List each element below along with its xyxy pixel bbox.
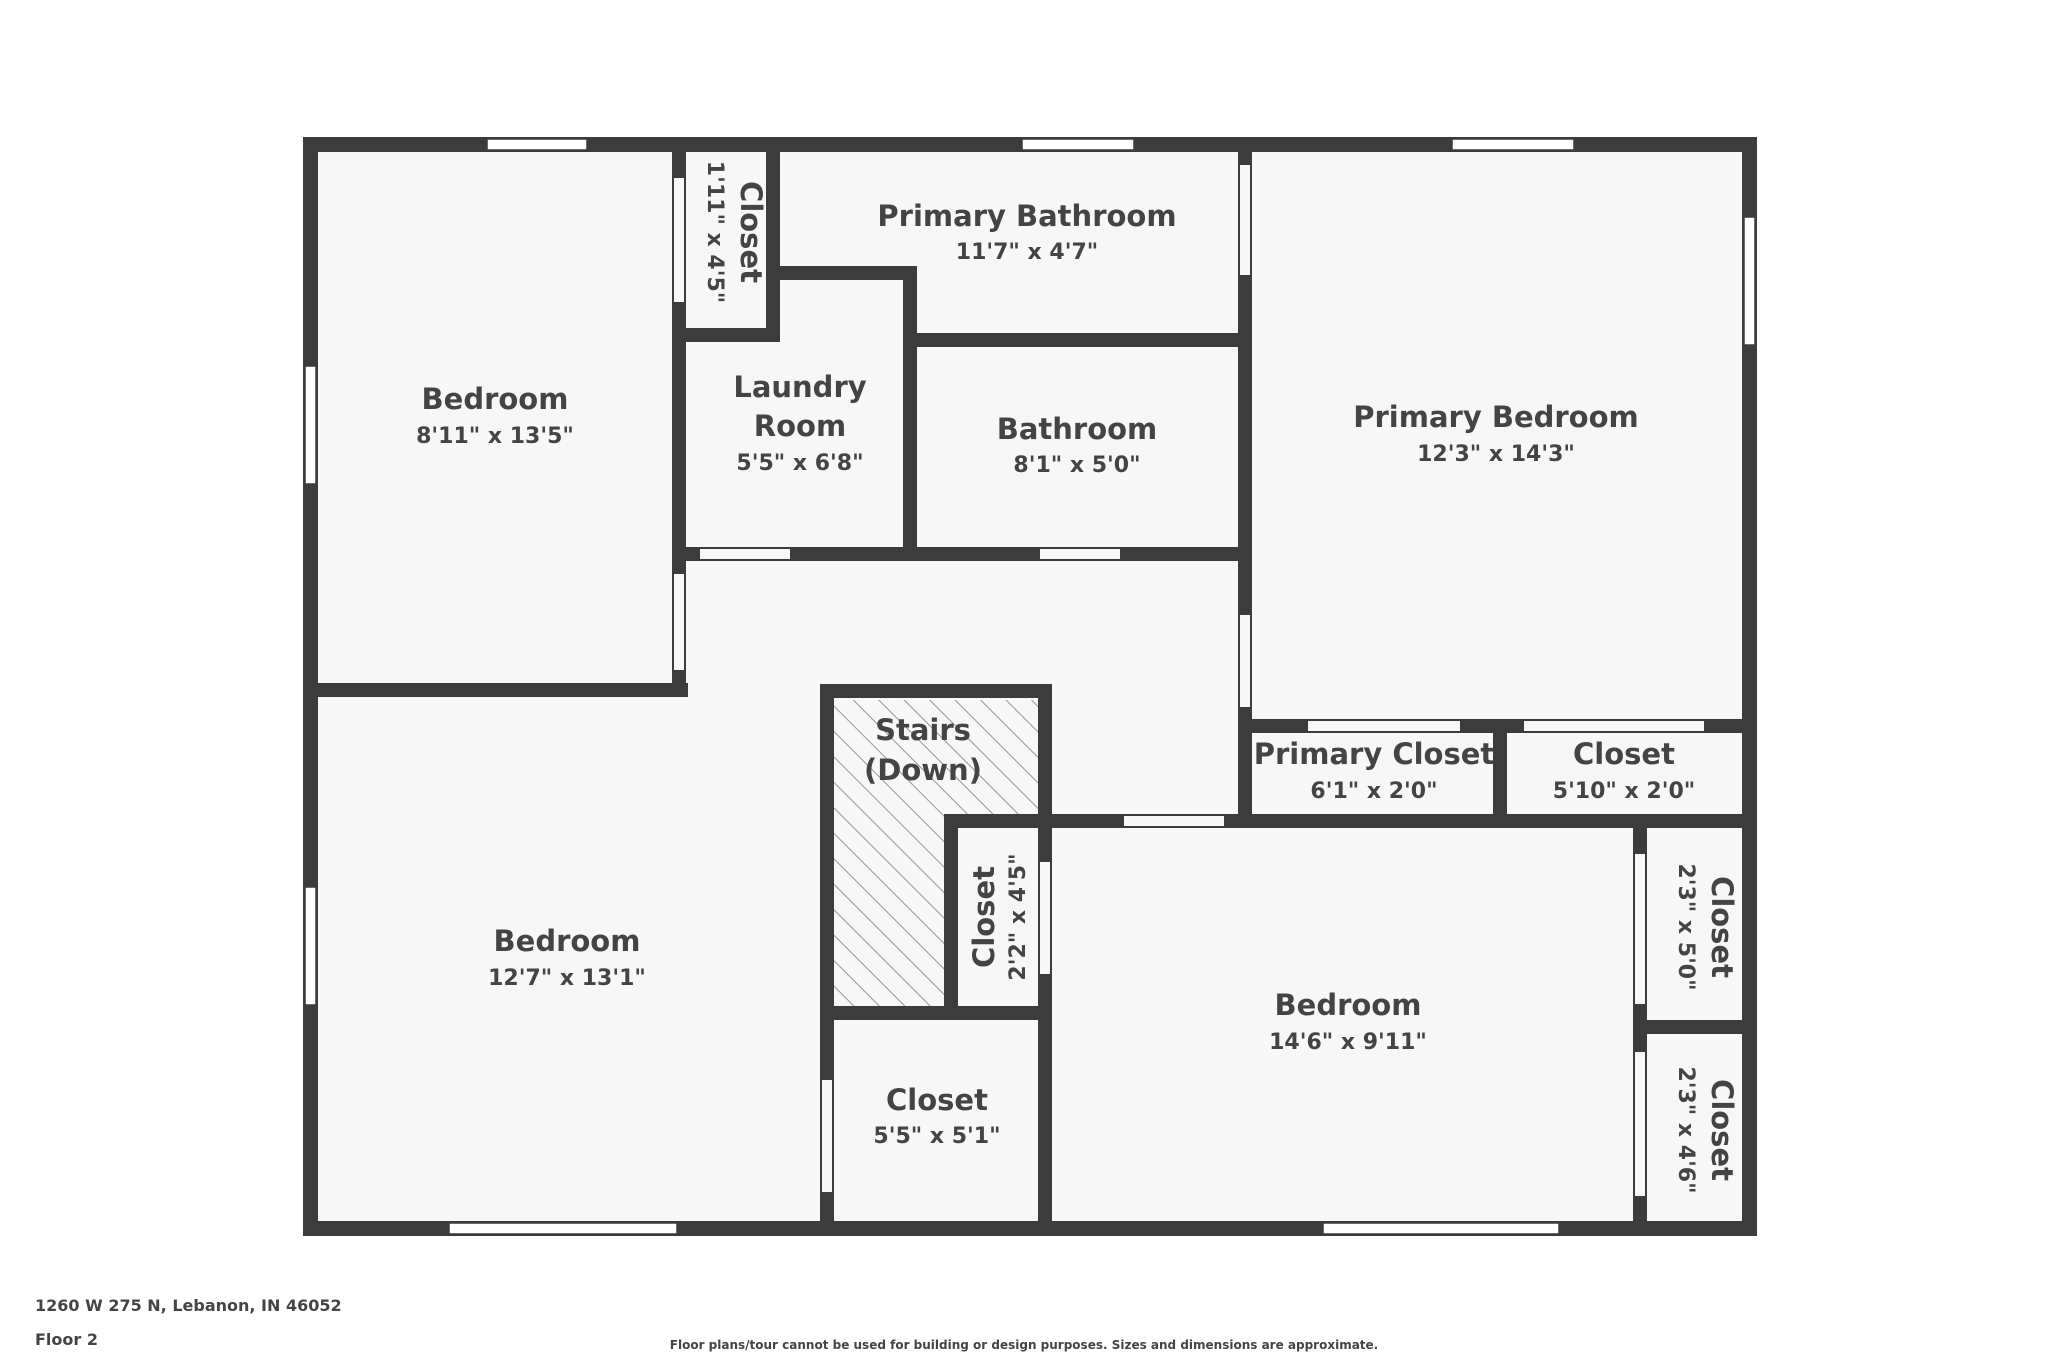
door-primary-bedroom: [1240, 615, 1250, 707]
openings: [674, 165, 1704, 1196]
window-north-2: [1021, 138, 1135, 151]
wall-se-closets-divider: [1633, 1020, 1757, 1034]
wall-exterior-east: [1742, 137, 1757, 1236]
door-laundry: [700, 549, 790, 559]
wall-stairs-north: [820, 684, 1052, 698]
wall-stairs-south: [820, 1006, 1052, 1020]
room-name-closet-small: Closet: [734, 181, 768, 283]
floor-label: Floor 2: [35, 1330, 98, 1349]
room-name-closet-east: Closet: [1573, 737, 1675, 771]
door-bedroom-sw: [702, 685, 800, 695]
room-dims-bedroom-sw: 12'7" x 13'1": [488, 966, 646, 991]
wall-hall-closet-north: [944, 814, 1052, 828]
labels: Bedroom 8'11" x 13'5" Closet 1'11" x 4'5…: [416, 161, 1739, 1194]
room-dims-closet-se2: 2'3" x 4'6": [1673, 1066, 1698, 1193]
door-bedroom-nw: [674, 574, 684, 670]
room-name-primary-closet: Primary Closet: [1254, 737, 1495, 771]
window-west-2: [304, 886, 317, 1006]
window-east-1: [1743, 216, 1756, 346]
room-name-stairs-2: (Down): [864, 753, 982, 787]
room-name-laundry-2: Room: [754, 409, 846, 443]
room-dims-bedroom-se: 14'6" x 9'11": [1269, 1030, 1427, 1055]
wall-laundry-east: [903, 266, 917, 561]
door-primary-closet: [1308, 721, 1460, 731]
room-name-closet-se1: Closet: [1705, 876, 1739, 978]
room-dims-bathroom: 8'1" x 5'0": [1013, 453, 1140, 478]
disclaimer: Floor plans/tour cannot be used for buil…: [669, 1338, 1379, 1352]
room-name-closet-se2: Closet: [1705, 1079, 1739, 1181]
wall-stairs-east-upper: [1038, 684, 1052, 814]
room-name-closet-south: Closet: [886, 1083, 988, 1117]
door-closet-south: [822, 1080, 832, 1192]
room-dims-primary-bathroom: 11'7" x 4'7": [956, 240, 1098, 265]
window-west-1: [304, 365, 317, 485]
room-name-bedroom-sw: Bedroom: [494, 924, 641, 958]
door-closet-se2: [1635, 1052, 1645, 1196]
wall-closets-strip-divider: [1493, 719, 1507, 828]
room-name-bedroom-se: Bedroom: [1275, 988, 1422, 1022]
room-dims-primary-closet: 6'1" x 2'0": [1310, 779, 1437, 804]
window-north-1: [486, 138, 588, 151]
room-dims-primary-bedroom: 12'3" x 14'3": [1417, 442, 1575, 467]
room-name-closet-hall: Closet: [967, 866, 1001, 968]
window-south-1: [448, 1222, 678, 1235]
room-dims-closet-se1: 2'3" x 5'0": [1673, 863, 1698, 990]
wall-bathroom-north: [903, 333, 1252, 347]
room-dims-bedroom-nw: 8'11" x 13'5": [416, 424, 574, 449]
wall-laundry-north: [766, 266, 916, 280]
stairs-hatch: [832, 700, 1052, 1006]
room-name-bathroom: Bathroom: [997, 412, 1158, 446]
room-name-primary-bedroom: Primary Bedroom: [1353, 400, 1638, 434]
window-north-3: [1451, 138, 1575, 151]
wall-closet-small-south: [672, 328, 780, 342]
room-dims-closet-hall: 2'2" x 4'5": [1006, 853, 1031, 980]
room-dims-closet-small: 1'11" x 4'5": [702, 161, 727, 303]
room-name-bedroom-nw: Bedroom: [422, 382, 569, 416]
room-name-stairs-1: Stairs: [875, 713, 971, 747]
windows: [304, 138, 1756, 1235]
door-closet-small: [674, 178, 684, 302]
room-dims-laundry: 5'5" x 6'8": [736, 451, 863, 476]
wall-bedrooms-divider: [303, 683, 688, 697]
window-south-2: [1322, 1222, 1560, 1235]
wall-hall-closet-west: [944, 814, 958, 1020]
door-closet-hall: [1040, 862, 1050, 974]
door-primary-bathroom: [1240, 165, 1250, 275]
property-address: 1260 W 275 N, Lebanon, IN 46052: [35, 1296, 342, 1315]
room-dims-closet-east: 5'10" x 2'0": [1553, 779, 1695, 804]
room-name-primary-bathroom: Primary Bathroom: [877, 199, 1176, 233]
door-bathroom: [1040, 549, 1120, 559]
door-closet-east: [1524, 721, 1704, 731]
room-dims-closet-south: 5'5" x 5'1": [873, 1124, 1000, 1149]
wall-closet-small-east: [766, 137, 780, 342]
room-name-laundry-1: Laundry: [733, 370, 866, 404]
door-closet-se1: [1635, 854, 1645, 1004]
door-hall-se: [1124, 816, 1224, 826]
